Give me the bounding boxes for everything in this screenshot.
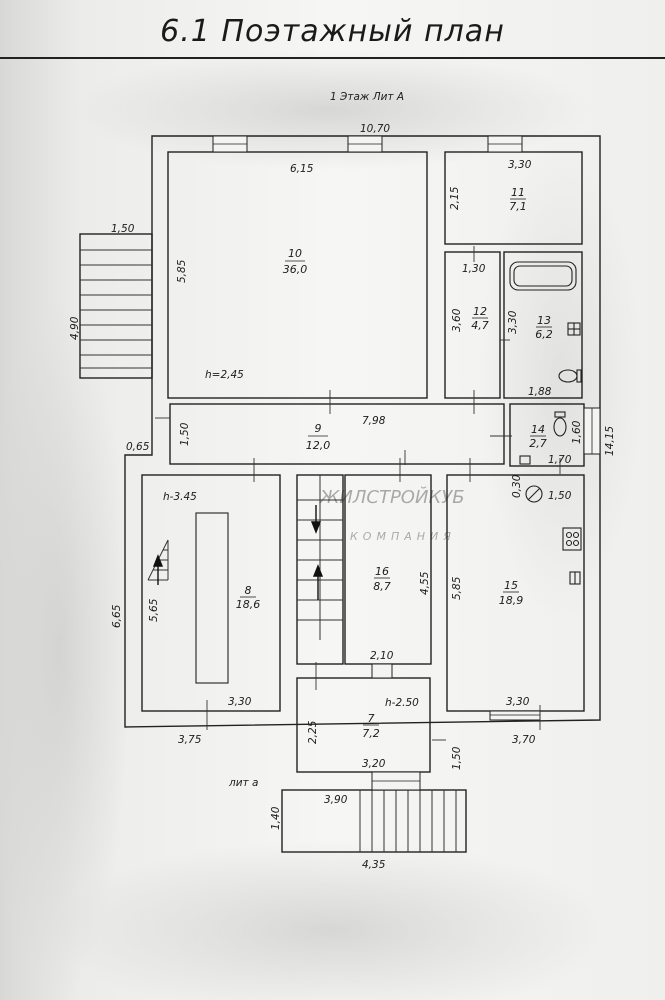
- room-7-outline: [296, 677, 431, 773]
- dim-3-30-r8: 3,30: [228, 696, 252, 708]
- floor-label: 1 Этаж Лит А: [330, 91, 404, 103]
- room-10-outline: [167, 151, 428, 399]
- dim-6-65: 6,65: [111, 604, 123, 628]
- dim-3-20: 3,20: [362, 758, 386, 770]
- room-15-number: 15: [504, 579, 518, 592]
- watermark-name: ЖИЛСТРОЙКУБ: [319, 486, 465, 508]
- dim-1-50-porch: 1,50: [451, 746, 463, 770]
- boiler: [525, 485, 543, 503]
- dim-1-70: 1,70: [548, 454, 572, 466]
- room-8-number: 8: [245, 584, 252, 597]
- dim-1-50-stair: 1,50: [111, 223, 135, 235]
- dim-2-10: 2,10: [370, 650, 394, 662]
- room-9-area: 12,0: [306, 439, 331, 452]
- dim-7-98: 7,98: [362, 415, 386, 427]
- dim-10-70: 10,70: [360, 123, 390, 135]
- room-10-number: 10: [288, 247, 302, 260]
- dim-3-30-top: 3,30: [508, 159, 532, 171]
- dim-5-65: 5,65: [148, 598, 160, 622]
- dim-2-15: 2,15: [449, 186, 461, 210]
- toilet-14: [553, 417, 567, 437]
- room-13-area: 6,2: [535, 328, 553, 341]
- room-15-outline: [446, 474, 585, 712]
- dim-6-15: 6,15: [290, 163, 314, 175]
- toilet-13: [558, 369, 578, 383]
- dim-3-30-r15: 3,30: [506, 696, 530, 708]
- room-14-area: 2,7: [529, 437, 547, 450]
- dim-1-50-corridor: 1,50: [179, 422, 191, 446]
- dim-4-55: 4,55: [419, 571, 431, 595]
- height-main: h=2,45: [205, 369, 244, 381]
- room-12-number: 12: [473, 305, 487, 318]
- sink-14: [519, 455, 531, 465]
- bathtub: [509, 261, 577, 291]
- dim-0-65: 0,65: [126, 441, 150, 453]
- room-9-outline: [169, 403, 505, 465]
- room-16-number: 16: [375, 565, 389, 578]
- room-7-number: 7: [368, 712, 375, 725]
- stove: [562, 527, 582, 551]
- room-16-area: 8,7: [373, 580, 391, 593]
- dim-4-90: 4,90: [69, 316, 81, 340]
- dim-1-30: 1,30: [462, 263, 486, 275]
- room-15-area: 18,9: [499, 594, 524, 607]
- title-underline: [0, 57, 665, 59]
- dim-2-25: 2,25: [307, 720, 319, 744]
- room-14-number: 14: [531, 423, 545, 436]
- height-room-7: h-2.50: [385, 697, 419, 709]
- room-13-number: 13: [537, 314, 551, 327]
- outer-wall: [124, 135, 601, 728]
- room-9-number: 9: [315, 422, 322, 435]
- dim-1-40: 1,40: [270, 806, 282, 830]
- dim-5-85-r15: 5,85: [451, 576, 463, 600]
- watermark-sub: КОМПАНИЯ: [350, 530, 456, 543]
- exterior-stair-outline: [79, 233, 153, 379]
- pit-8: [195, 512, 229, 684]
- dim-3-30-vert: 3,30: [507, 310, 519, 334]
- dim-0-30: 0,30: [511, 474, 523, 498]
- dim-3-90: 3,90: [324, 794, 348, 806]
- dim-14-15: 14,15: [604, 426, 616, 456]
- dim-1-60: 1,60: [571, 420, 583, 444]
- stair-treads: [80, 249, 457, 852]
- room-8-area: 18,6: [236, 598, 261, 611]
- page-title: 6.1 Поэтажный план: [160, 14, 505, 49]
- dim-1-88: 1,88: [528, 386, 552, 398]
- dim-1-50-r15: 1,50: [548, 490, 572, 502]
- annex-label: лит а: [228, 777, 258, 789]
- room-10-area: 36,0: [283, 263, 308, 276]
- dim-3-75: 3,75: [178, 734, 202, 746]
- annex-outline: [281, 789, 467, 853]
- room-7-area: 7,2: [362, 727, 380, 740]
- room-11-number: 11: [511, 186, 525, 199]
- room-12-area: 4,7: [471, 319, 489, 332]
- room-8-outline: [141, 474, 281, 712]
- room-13-outline: [503, 251, 583, 399]
- room-11-area: 7,1: [509, 200, 527, 213]
- window-panes: [213, 143, 593, 782]
- dim-3-60: 3,60: [451, 308, 463, 332]
- height-room-8: h-3.45: [163, 491, 197, 503]
- dim-3-70: 3,70: [512, 734, 536, 746]
- dim-5-85-left: 5,85: [176, 259, 188, 283]
- dim-4-35: 4,35: [362, 859, 386, 871]
- room-12-outline: [444, 251, 501, 399]
- windows: [212, 135, 601, 791]
- bathtub-inner: [513, 265, 573, 287]
